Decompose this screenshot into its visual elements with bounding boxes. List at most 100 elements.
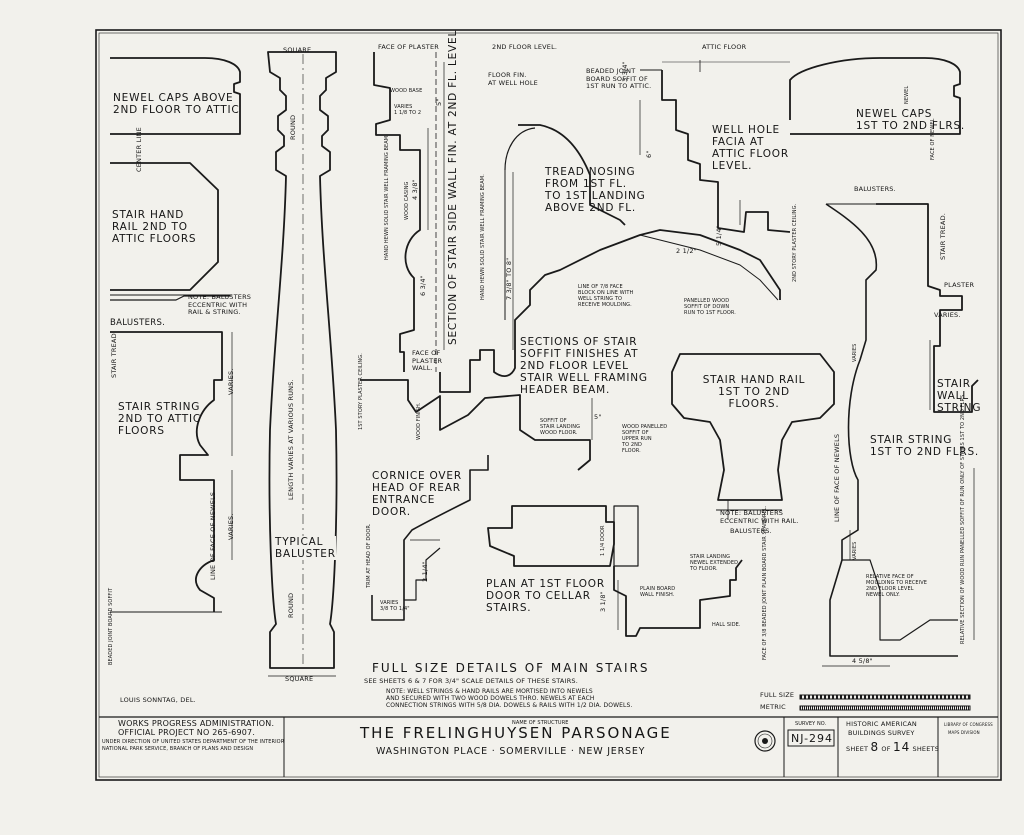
label-relative-section: RELATIVE SECTION OF WOOD RUN PANELLED SO… (960, 393, 966, 644)
label-dim-3-3-4: 3 3/4" (621, 61, 629, 82)
label-dim-2-1-2: 2 1/2" (676, 247, 697, 255)
label-second-floor-level: 2ND FLOOR LEVEL. (492, 43, 558, 51)
stair-string-attic-profile (110, 331, 223, 612)
label-dim-5-1-4: 5 1/4" (715, 225, 723, 246)
label-second-story-ceiling: 2ND STORY PLASTER CEILING. (792, 203, 798, 282)
label-balusters-right: BALUSTERS. (854, 185, 896, 193)
label-square-bottom: SQUARE (285, 675, 314, 683)
label-beaded-joint: BEADED JOINT BOARD SOFFIT (108, 587, 114, 665)
label-newel-right: NEWEL (904, 85, 910, 104)
outer-border (95, 29, 1002, 781)
label-center-line: CENTER LINE (135, 127, 143, 172)
label-trim-head-door: TRIM AT HEAD OF DOOR. (366, 523, 372, 588)
label-hand-hewn-2: HAND HEWN SOLID STAIR WELL FRAMING BEAM. (480, 174, 486, 300)
agency-line-4: NATIONAL PARK SERVICE, BRANCH OF PLANS A… (102, 746, 254, 752)
label-varies-a: VARIES. (227, 368, 235, 395)
label-plaster-right: PLASTER (944, 281, 975, 289)
label-varies-e: VARIES. (934, 311, 961, 319)
side-wall-section-profile (373, 52, 421, 372)
label-floor-fin: FLOOR FIN.AT WELL HOLE (488, 71, 538, 87)
general-note: NOTE: WELL STRINGS & HAND RAILS ARE MORT… (386, 688, 633, 709)
cellar-door-plan (487, 505, 615, 567)
library-line-2: MAPS DIVISION (948, 730, 980, 735)
label-face-of-plaster-top: FACE OF PLASTER (378, 43, 439, 51)
label-wood-finish: WOOD FINISH. (416, 402, 422, 440)
main-title: FULL SIZE DETAILS OF MAIN STAIRS (372, 661, 650, 675)
soffit-section-profile (439, 229, 781, 393)
agency-line-1: WORKS PROGRESS ADMINISTRATION. (118, 719, 275, 728)
cornice-profile (360, 379, 591, 471)
label-section-side-wall: SECTION OF STAIR SIDE WALL FIN. AT 2ND F… (447, 29, 459, 345)
agency-line-3: UNDER DIRECTION OF UNITED STATES DEPARTM… (102, 739, 285, 745)
label-dim-1-1-4-door: 1 1/4 DOOR (600, 525, 606, 556)
survey-no: NJ-294 (791, 732, 834, 745)
scale-metric: METRIC (760, 703, 786, 711)
typical-baluster-profile (267, 51, 338, 669)
label-dim-3-1-8: 3 1/8" (599, 591, 607, 612)
library-line-1: LIBRARY OF CONGRESS (944, 722, 993, 727)
structure-name: THE FRELINGHUYSEN PARSONAGE (360, 724, 672, 742)
agency-line-2: OFFICIAL PROJECT No 265-6907. (118, 728, 256, 737)
label-dim-4-3-8: 4 3/8" (411, 179, 419, 200)
subtitle: SEE SHEETS 6 & 7 FOR 3/4" SCALE DETAILS … (364, 677, 578, 685)
label-stair-tread-right: STAIR TREAD. (939, 212, 947, 260)
label-balusters-left: BALUSTERS. (110, 318, 166, 328)
hand-rail-attic-profile (110, 162, 219, 291)
label-dim-5-b: 5" (594, 413, 602, 421)
label-varies-g: VARIES (852, 541, 858, 560)
structure-name-label: NAME OF STRUCTURE (512, 720, 569, 726)
label-round-bottom: ROUND (287, 592, 295, 618)
label-wood-casing: WOOD CASING (404, 181, 410, 220)
label-hand-hewn-1: HAND HEWN SOLID STAIR WELL FRAMING BEAM. (384, 134, 390, 260)
label-square-top: SQUARE (283, 46, 312, 54)
seal-icon (754, 730, 776, 752)
scale-full-size: FULL SIZE (760, 691, 795, 699)
label-stair-tread-left: STAIR TREAD. (110, 330, 118, 378)
inner-border (98, 32, 999, 778)
label-dim-5: 5" (435, 98, 443, 106)
stair-string-right-profile (876, 203, 979, 413)
structure-location: WASHINGTON PLACE · SOMERVILLE · NEW JERS… (376, 746, 646, 757)
newel-cap-right-profile (789, 57, 961, 135)
newel-cap-attic-profile (110, 57, 241, 135)
sheet-number: SHEET 8 OF 14 SHEETS (846, 740, 940, 754)
label-varies-f: VARIES (852, 343, 858, 362)
label-wood-base: WOOD BASE (390, 88, 423, 94)
label-line-face-newels: LINE OF FACE OF NEWELS (209, 491, 217, 580)
label-dim-6: 6" (645, 150, 653, 158)
habs-line-2: BUILDINGS SURVEY (848, 729, 915, 737)
label-dim-2-1-4: 2 1/4" (421, 561, 429, 582)
delineator: LOUIS SONNTAG, DEL. (120, 696, 196, 704)
label-varies-b: VARIES. (227, 513, 235, 540)
label-round-top: ROUND (289, 114, 297, 140)
tread-nosing-profile (518, 124, 626, 226)
profile-drawings (110, 51, 979, 677)
label-length-varies: LENGTH VARIES AT VARIOUS RUNS. (287, 379, 295, 500)
plain-board-wall (613, 559, 743, 637)
habs-line-1: HISTORIC AMERICAN (846, 720, 917, 728)
label-line-face-newels-right: LINE OF FACE OF NEWELS (833, 433, 841, 522)
label-attic-floor: ATTIC FLOOR (702, 43, 747, 51)
